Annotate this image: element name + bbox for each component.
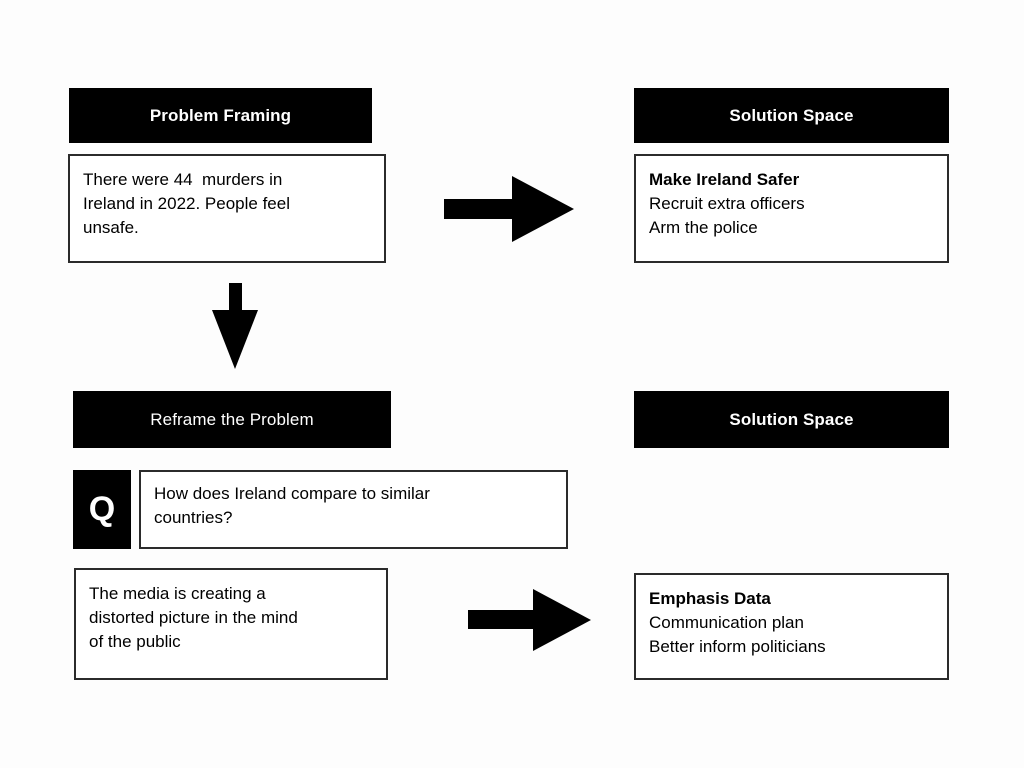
box-solution-emphasis-data: Emphasis Data Communication plan Better …: [634, 573, 949, 680]
question-line-1: How does Ireland compare to similar: [154, 484, 430, 503]
header-solution-space-bottom: Solution Space: [634, 391, 949, 448]
media-line-2: distorted picture in the mind: [89, 608, 298, 628]
problem-line-1: There were 44 murders in: [83, 170, 283, 189]
box-problem-statement: There were 44 murders in Ireland in 2022…: [68, 154, 386, 263]
box-media-insight: The media is creating a distorted pictur…: [74, 568, 388, 680]
question-marker-icon: Q: [73, 470, 131, 549]
problem-line-2: Ireland in 2022. People feel: [83, 194, 290, 214]
box-solution-make-ireland-safer: Make Ireland Safer Recruit extra officer…: [634, 154, 949, 263]
arrow-right-icon-row1: [444, 176, 574, 242]
solution-top-line-1: Make Ireland Safer: [649, 170, 800, 189]
solution-bottom-line-1: Emphasis Data: [649, 589, 771, 608]
media-line-3: of the public: [89, 632, 181, 652]
box-reframed-question: How does Ireland compare to similar coun…: [139, 470, 568, 549]
solution-bottom-line-3: Better inform politicians: [649, 637, 826, 657]
solution-top-line-3: Arm the police: [649, 218, 758, 238]
question-line-2: countries?: [154, 508, 233, 528]
media-line-1: The media is creating a: [89, 584, 266, 603]
header-problem-framing: Problem Framing: [69, 88, 372, 143]
arrow-right-icon-row2: [468, 589, 592, 651]
problem-line-3: unsafe.: [83, 218, 139, 238]
arrow-down-icon-reframe: [212, 283, 259, 369]
header-solution-space-top: Solution Space: [634, 88, 949, 143]
header-reframe-the-problem: Reframe the Problem: [73, 391, 391, 448]
solution-top-line-2: Recruit extra officers: [649, 194, 805, 214]
solution-bottom-line-2: Communication plan: [649, 613, 804, 633]
